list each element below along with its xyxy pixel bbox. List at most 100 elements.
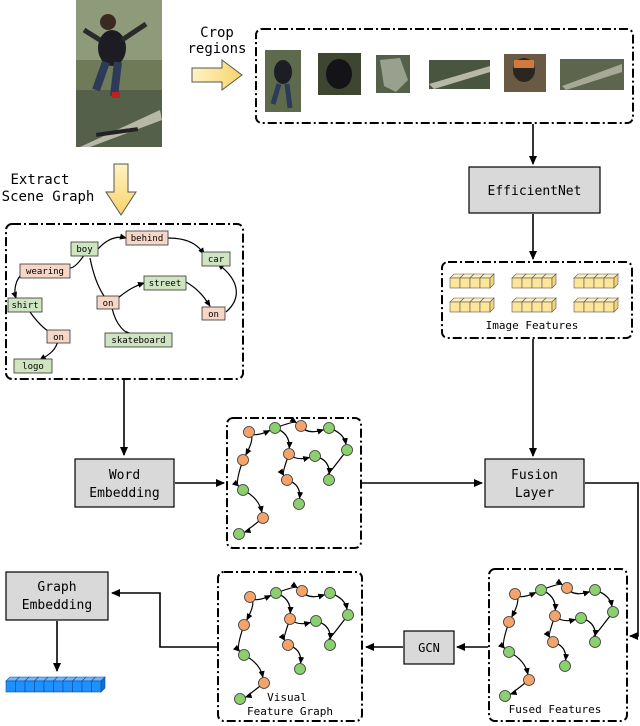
sg-node-car: car [201, 251, 231, 267]
embedding-cell [62, 680, 73, 693]
embedding-cell [5, 680, 16, 693]
crop-thumb-logo [376, 55, 410, 93]
visual-feature-graph-label-2: Feature Graph [247, 705, 333, 718]
graph-node-object [269, 422, 281, 434]
graph-node-object [341, 444, 353, 456]
graph-embedding-box [5, 571, 109, 621]
svg-text:wearing: wearing [26, 267, 64, 277]
sg-node-on-2: on [201, 306, 226, 321]
graph-node-object [503, 646, 515, 658]
graph-node-relation [282, 639, 294, 651]
extract-label-2: Scene Graph [2, 189, 95, 205]
graph-node-relation [238, 619, 250, 631]
graph-node-relation [257, 512, 269, 524]
sg-node-logo: logo [13, 358, 53, 374]
graph-node-relation [509, 588, 521, 600]
sg-node-on-3: on [46, 329, 71, 344]
embedding-cell [72, 680, 83, 693]
scene-graph-edges [11, 233, 237, 361]
embedding-cell [53, 680, 64, 693]
svg-text:skateboard: skateboard [111, 336, 165, 346]
feature-block [449, 273, 495, 289]
fusion-layer-box [484, 458, 585, 508]
graph-node-relation [237, 454, 249, 466]
graph-node-object [589, 584, 601, 596]
crop-thumb-street [429, 60, 490, 89]
svg-text:logo: logo [22, 362, 44, 372]
crop-arrow-icon [191, 59, 243, 91]
sg-node-shirt: shirt [7, 297, 43, 313]
embedded-graph-box [226, 417, 362, 549]
feature-block [449, 297, 495, 313]
graph-node-object [324, 639, 336, 651]
graph-embedding-label-1: Graph [37, 580, 76, 595]
svg-text:on: on [208, 310, 219, 320]
feature-block [511, 297, 557, 313]
fused-features-label: Fused Features [509, 703, 602, 716]
graph-node-object [559, 660, 571, 672]
graph-node-relation [547, 636, 559, 648]
svg-text:behind: behind [131, 234, 164, 244]
graph-node-object [238, 649, 250, 661]
graph-node-object [309, 450, 321, 462]
efficientnet-box [468, 166, 601, 214]
svg-text:on: on [103, 299, 114, 309]
crop-thumb-skateboard [560, 59, 624, 90]
sg-node-behind: behind [125, 230, 169, 246]
image-features-label: Image Features [486, 319, 579, 332]
graph-node-object [293, 498, 305, 510]
graph-node-relation [296, 585, 308, 597]
feature-block [573, 297, 619, 313]
crop-thumb-shirt [318, 53, 361, 95]
graph-node-relation [281, 474, 293, 486]
graph-node-object [233, 528, 245, 540]
word-embedding-label-1: Word [109, 468, 140, 483]
crop-regions-label-2: regions [187, 41, 246, 57]
graph-node-object [294, 663, 306, 675]
efficientnet-label: EfficientNet [488, 184, 582, 199]
scene-graph-nodes: boy behind car wearing street shirt on [7, 230, 231, 374]
embedded-graph [231, 416, 353, 540]
graph-node-relation [503, 616, 515, 628]
graph-node-object [342, 609, 354, 621]
graph-node-relation [284, 613, 296, 625]
svg-text:on: on [53, 333, 64, 343]
extract-arrow-icon [105, 163, 137, 216]
crop-thumb-boy [265, 50, 301, 112]
crop-regions-box [255, 28, 634, 124]
graph-node-object [575, 612, 587, 624]
sg-node-skateboard: skateboard [104, 332, 173, 348]
embedding-cell [91, 680, 102, 693]
embedding-cell [81, 680, 92, 693]
sg-node-street: street [143, 275, 187, 291]
graph-node-relation [523, 674, 535, 686]
graph-node-relation [549, 610, 561, 622]
graph-node-relation [295, 420, 307, 432]
source-photo [76, 0, 162, 147]
visual-feature-graph-box [217, 571, 363, 722]
graph-node-object [270, 587, 282, 599]
embedding-cell [43, 680, 54, 693]
graph-node-object [499, 690, 511, 702]
graph-node-object [323, 422, 335, 434]
embedding-cell [34, 680, 45, 693]
embedding-cell-side [100, 676, 106, 693]
svg-text:shirt: shirt [11, 301, 38, 311]
fusion-layer-label-1: Fusion [511, 468, 558, 483]
sg-node-on-1: on [96, 295, 120, 310]
fused-features-box [488, 568, 628, 722]
graph-node-object [589, 636, 601, 648]
graph-node-relation [283, 448, 295, 460]
image-features-box [441, 261, 633, 339]
scene-graph-box [5, 223, 244, 380]
sg-node-wearing: wearing [19, 263, 71, 279]
graph-node-relation [561, 582, 573, 594]
graph-node-relation [244, 591, 256, 603]
graph-node-relation [258, 677, 270, 689]
gcn-label: GCN [418, 641, 440, 655]
sg-node-boy: boy [70, 241, 99, 257]
crop-thumbnails [265, 50, 624, 112]
feature-block [511, 273, 557, 289]
